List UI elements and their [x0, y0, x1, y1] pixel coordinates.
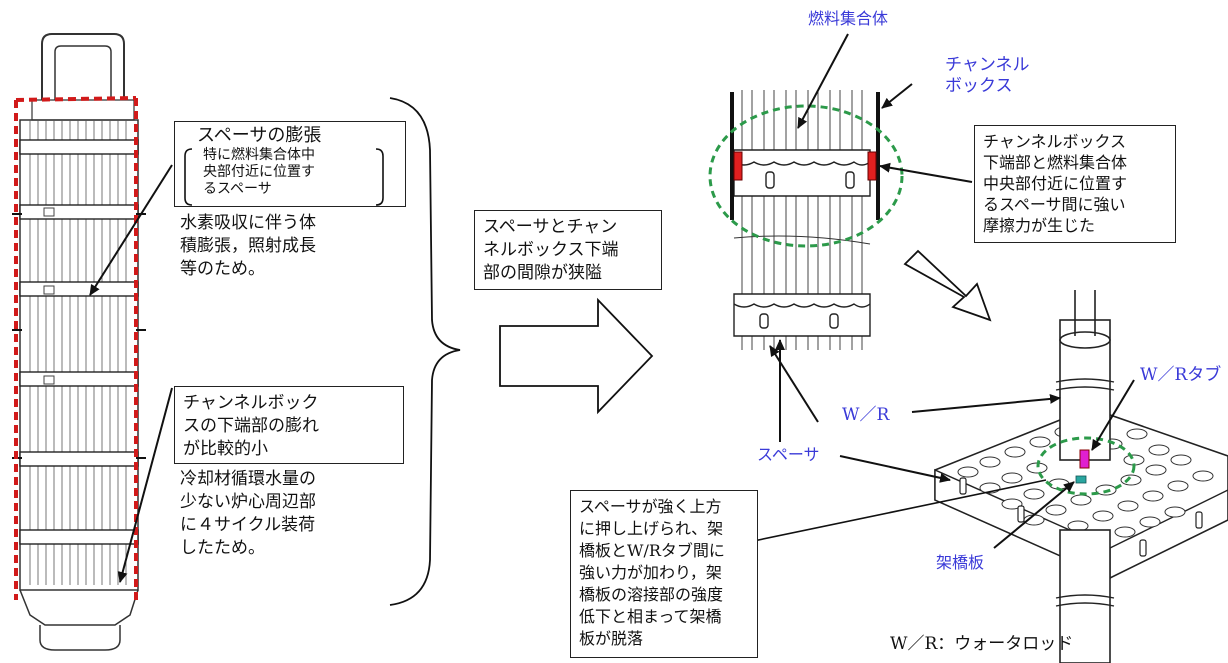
big-arrow-center [500, 300, 652, 412]
spacer-swelling-reason: 水素吸収に伴う体 積膨張，照射成長 等のため。 [180, 212, 316, 281]
spacer-swelling-box: スペーサの膨張 特に燃料集合体中 央部付近に位置す るスペーサ [174, 121, 406, 207]
arrow-channel-bulge [120, 388, 172, 582]
channel-bulge-box: チャンネルボック スの下端部の膨れ が比較的小 [174, 386, 404, 464]
arrow-friction [880, 166, 972, 182]
gap-narrow-box: スペーサとチャン ネルボックス下端 部の間隙が狭隘 [474, 210, 662, 290]
label-spacer: スペーサ [757, 444, 820, 465]
arrow-spacer-plate [840, 456, 950, 480]
label-wr-tab: W／Rタブ [1140, 365, 1221, 386]
spacer-swelling-title: スペーサの膨張 [183, 125, 397, 147]
arrow-wr [912, 398, 1060, 412]
lower-detail-drawing [935, 290, 1228, 663]
arrow-spacer-b [770, 346, 818, 422]
spacer-swelling-bracket-right [375, 148, 385, 206]
upper-closeup-drawing [710, 90, 902, 350]
label-wr: W／R [842, 405, 889, 426]
friction-box: チャンネルボックス 下端部と燃料集合体 中央部付近に位置す るスペーサ間に強い … [974, 125, 1176, 243]
spacer-swelling-bracket [183, 148, 193, 206]
label-fuel-assembly: 燃料集合体 [808, 8, 888, 29]
spacer-swelling-sub: 特に燃料集合体中 央部付近に位置す るスペーサ [183, 147, 397, 198]
wr-legend: W／R：ウォータロッド [890, 634, 1073, 655]
label-kakyo-plate: 架橋板 [936, 552, 984, 573]
arrow-channel-box [882, 84, 912, 108]
result-box: スペーサが強く上方 に押し上げられ、架 橋板とW/Rタブ間に 強い力が加わり，架… [570, 490, 758, 658]
channel-bulge-reason: 冷却材循環水量の 少ない炉心周辺部 に４サイクル装荷 したため。 [180, 468, 316, 560]
label-channel-box: チャンネル ボックス [945, 55, 1030, 97]
big-arrow-diagonal [905, 251, 990, 320]
